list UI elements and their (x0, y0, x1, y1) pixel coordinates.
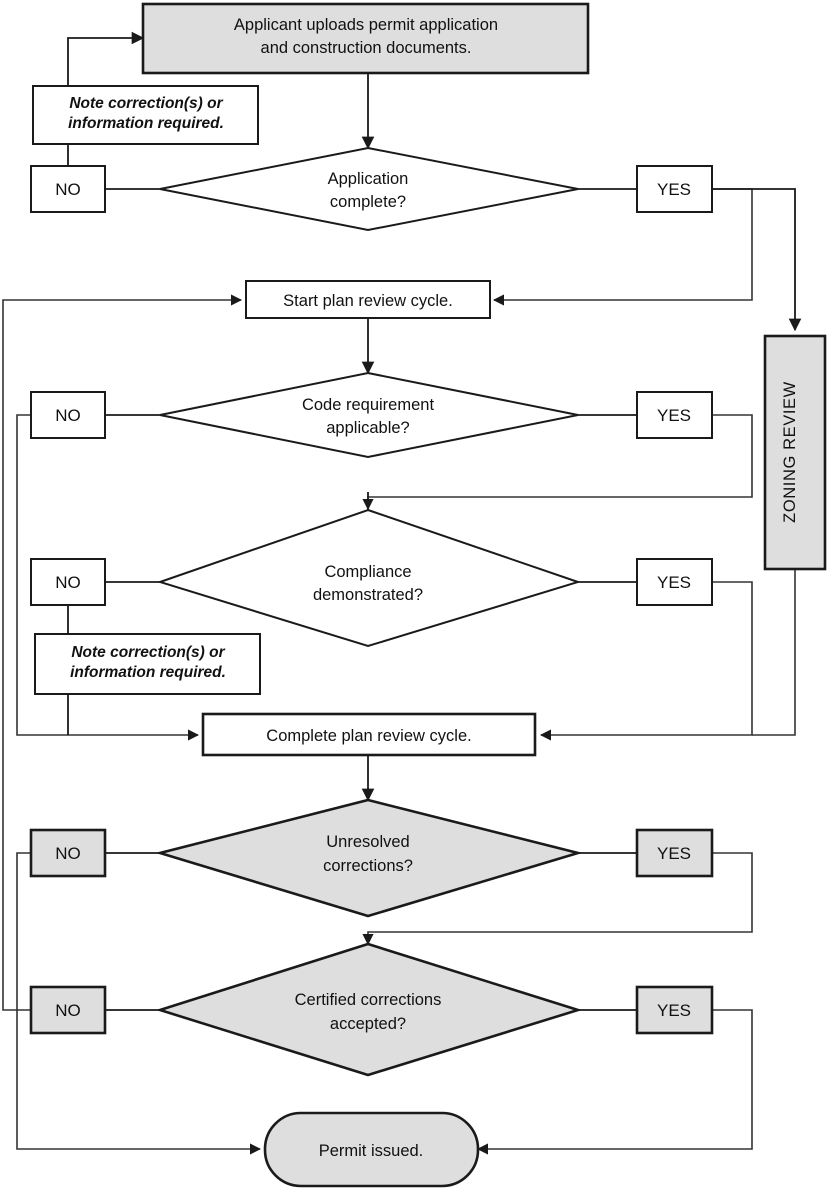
yes-application-label: YES (657, 180, 691, 199)
node-start-plan-review-cycle[interactable]: Start plan review cycle. (245, 280, 491, 319)
edge-no-unresolved-to-permit (16, 852, 262, 1155)
certified-line1: Certified corrections (295, 991, 442, 1009)
edge-no-code-to-complete-cycle (16, 414, 200, 741)
edge-yes-compliance-to-complete-cycle (539, 581, 753, 741)
no-code-label: NO (55, 406, 81, 425)
note-top-line1: Note correction(s) or (69, 95, 223, 112)
node-application-complete[interactable]: Application complete? (159, 146, 579, 232)
edge-yes-unresolved-to-certified (362, 852, 753, 946)
compliance-line1: Compliance (324, 563, 411, 581)
edge-yes-certified-to-permit (476, 1009, 753, 1155)
node-note-correction-mid[interactable]: Note correction(s) or information requir… (34, 633, 261, 695)
yes-code-label: YES (657, 406, 691, 425)
node-unresolved-corrections[interactable]: Unresolved corrections? (155, 798, 583, 918)
applicant-upload-line1: Applicant uploads permit application (234, 16, 498, 34)
edge-zoning-to-complete-cycle (752, 569, 796, 736)
node-note-correction-top[interactable]: Note correction(s) or information requir… (32, 85, 259, 145)
compliance-line2: demonstrated? (313, 586, 423, 604)
edge-note-top-to-upload (67, 31, 145, 86)
node-no-certified[interactable]: NO (29, 985, 107, 1035)
note-top-line2: information required. (68, 115, 224, 132)
node-yes-certified[interactable]: YES (635, 985, 714, 1035)
unresolved-line2: corrections? (323, 857, 413, 875)
application-complete-line2: complete? (330, 193, 406, 211)
node-no-code-requirement[interactable]: NO (30, 391, 106, 439)
no-certified-label: NO (55, 1001, 81, 1020)
node-yes-unresolved[interactable]: YES (635, 828, 714, 878)
edge-yes-to-zoning-review (712, 188, 802, 332)
edge-no-certified-to-start-cycle (2, 294, 243, 1011)
connector-layer (2, 31, 802, 1155)
node-yes-code-requirement[interactable]: YES (636, 391, 713, 439)
certified-line2: accepted? (330, 1015, 406, 1033)
node-zoning-review[interactable]: ZONING REVIEW (763, 334, 827, 571)
application-complete-line1: Application (328, 170, 409, 188)
yes-certified-label: YES (657, 1001, 691, 1020)
note-mid-line2: information required. (70, 664, 226, 681)
node-complete-plan-review-cycle[interactable]: Complete plan review cycle. (201, 712, 537, 757)
start-cycle-label: Start plan review cycle. (283, 292, 453, 310)
node-no-compliance[interactable]: NO (30, 558, 106, 606)
node-yes-compliance[interactable]: YES (636, 558, 713, 606)
applicant-upload-line2: and construction documents. (261, 39, 472, 57)
yes-compliance-label: YES (657, 573, 691, 592)
no-compliance-label: NO (55, 573, 81, 592)
node-yes-application-complete[interactable]: YES (636, 165, 713, 213)
node-no-application-complete[interactable]: NO (30, 165, 106, 213)
node-applicant-upload[interactable]: Applicant uploads permit application and… (141, 2, 590, 75)
node-permit-issued[interactable]: Permit issued. (263, 1111, 480, 1188)
code-requirement-line2: applicable? (326, 419, 409, 437)
node-no-unresolved[interactable]: NO (29, 828, 107, 878)
yes-unresolved-label: YES (657, 844, 691, 863)
permit-issued-label: Permit issued. (319, 1142, 424, 1160)
unresolved-line1: Unresolved (326, 833, 409, 851)
node-code-requirement[interactable]: Code requirement applicable? (159, 371, 579, 459)
complete-cycle-label: Complete plan review cycle. (266, 727, 471, 745)
code-requirement-line1: Code requirement (302, 396, 434, 414)
zoning-review-label: ZONING REVIEW (781, 381, 799, 523)
node-certified-corrections[interactable]: Certified corrections accepted? (155, 942, 583, 1077)
no-application-label: NO (55, 180, 81, 199)
node-compliance-demonstrated[interactable]: Compliance demonstrated? (156, 508, 582, 648)
no-unresolved-label: NO (55, 844, 81, 863)
note-mid-line1: Note correction(s) or (71, 644, 225, 661)
